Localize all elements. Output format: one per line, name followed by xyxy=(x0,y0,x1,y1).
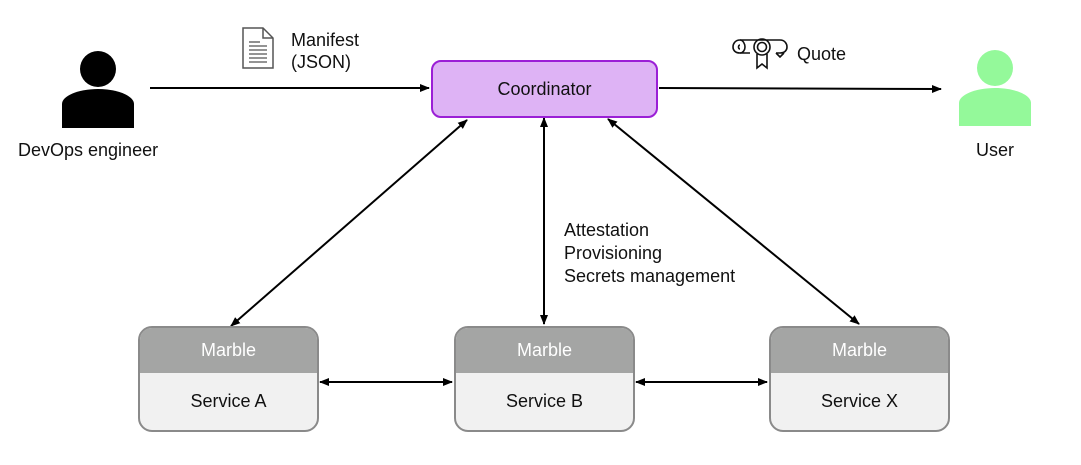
function-provisioning: Provisioning xyxy=(564,243,663,263)
document-icon xyxy=(242,27,274,69)
arrow-coordinator-service-x xyxy=(607,118,860,325)
marble-header: Marble xyxy=(771,328,948,373)
marble-service-x[interactable]: Marble Service X xyxy=(769,326,950,432)
marble-header: Marble xyxy=(140,328,317,373)
coordinator-label: Coordinator xyxy=(497,78,592,99)
user-label: User xyxy=(976,140,1015,160)
service-name: Service X xyxy=(820,391,899,411)
manifest-label-line1: Manifest xyxy=(291,30,360,50)
marble-header: Marble xyxy=(456,328,633,373)
coordinator-node[interactable]: Coordinator xyxy=(431,60,658,118)
service-name: Service B xyxy=(505,391,584,411)
marble-service-a[interactable]: Marble Service A xyxy=(138,326,319,432)
function-attestation: Attestation xyxy=(564,220,650,240)
arrow-coordinator-to-user xyxy=(658,84,942,93)
devops-label: DevOps engineer xyxy=(18,140,159,160)
service-name: Service A xyxy=(190,391,267,411)
arrow-coordinator-service-a xyxy=(230,119,468,327)
marble-service-b[interactable]: Marble Service B xyxy=(454,326,635,432)
certificate-icon xyxy=(732,38,788,70)
devops-person-icon xyxy=(62,51,134,128)
function-secrets-management: Secrets management xyxy=(564,266,736,286)
manifest-label-line2: (JSON) xyxy=(291,52,351,72)
user-person-icon xyxy=(959,50,1031,126)
quote-label: Quote xyxy=(797,44,847,64)
coordinator-functions-label: Attestation Provisioning Secrets managem… xyxy=(564,219,735,288)
